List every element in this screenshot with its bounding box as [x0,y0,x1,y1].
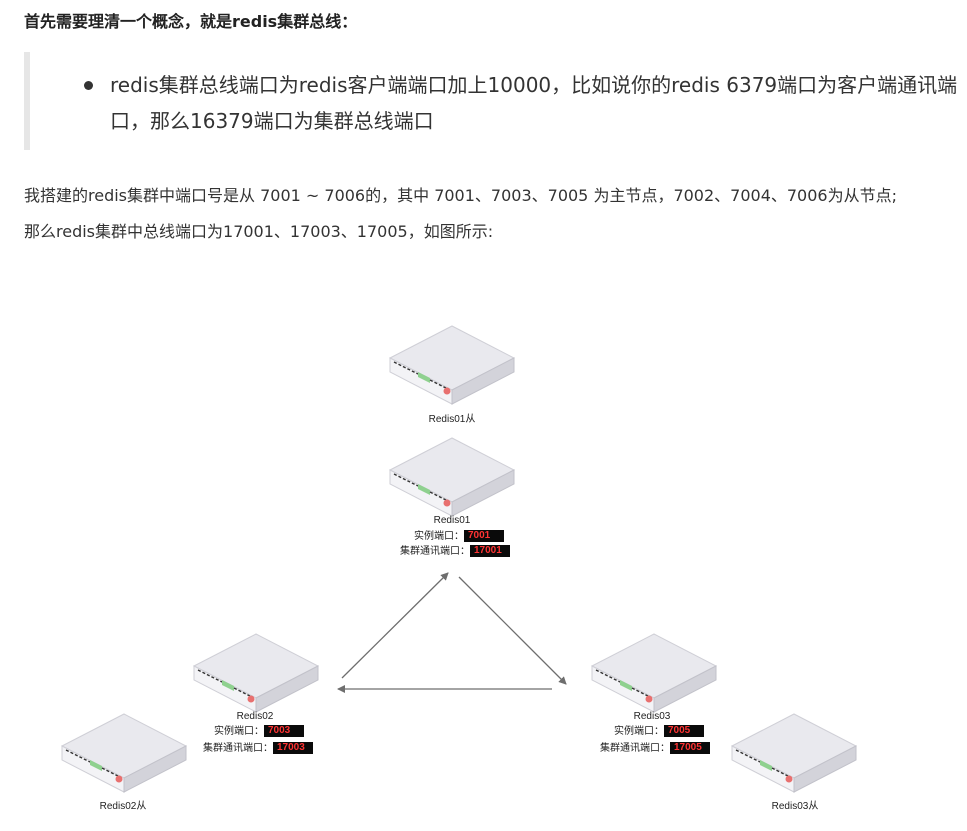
paragraph-ports: 我搭建的redis集群中端口号是从 7001 ~ 7006的，其中 7001、7… [24,184,897,208]
blockquote: redis集群总线端口为redis客户端端口加上10000，比如说你的redis… [24,52,944,150]
cluster-diagram: Redis01从 Redis01 实例端口：7001 集群通讯端口：17001 … [0,300,967,831]
bus-port-value: 17001 [470,545,510,557]
arrow-redis02-to-redis01 [342,573,448,678]
server-icon [192,630,320,714]
arrow-redis01-to-redis03 [459,577,566,684]
bus-port-row: 集群通讯端口：17001 [400,545,510,558]
bus-port-value: 17003 [273,742,313,754]
node-name-redis02: Redis02 [205,711,305,722]
bus-port-label: 集群通讯端口： [600,743,670,754]
instance-port-label: 实例端口： [414,531,464,542]
server-icon [388,322,516,406]
instance-port-value: 7003 [264,725,304,737]
instance-port-value: 7005 [664,725,704,737]
section-heading: 首先需要理清一个概念，就是redis集群总线： [24,8,357,32]
instance-port-row: 实例端口：7001 [414,530,504,543]
bullet-item: redis集群总线端口为redis客户端端口加上10000，比如说你的redis… [110,67,960,139]
node-name-redis01-slave: Redis01从 [402,410,502,425]
instance-port-value: 7001 [464,530,504,542]
bus-port-value: 17005 [670,742,710,754]
instance-port-row: 实例端口：7003 [214,725,304,738]
paragraph-bus-ports: 那么redis集群中总线端口为17001、17003、17005，如图所示: [24,220,493,244]
bus-port-label: 集群通讯端口： [203,743,273,754]
bus-port-row: 集群通讯端口：17003 [203,742,313,755]
node-name-redis03-slave: Redis03从 [745,797,845,812]
server-icon [730,710,858,794]
instance-port-row: 实例端口：7005 [614,725,704,738]
server-icon [590,630,718,714]
bus-port-row: 集群通讯端口：17005 [600,742,710,755]
node-name-redis03: Redis03 [602,711,702,722]
bus-port-label: 集群通讯端口： [400,546,470,557]
node-name-redis02-slave: Redis02从 [73,797,173,812]
server-icon [388,434,516,518]
instance-port-label: 实例端口： [614,726,664,737]
bullet-dot [84,81,93,90]
node-name-redis01: Redis01 [402,515,502,526]
instance-port-label: 实例端口： [214,726,264,737]
server-icon [60,710,188,794]
